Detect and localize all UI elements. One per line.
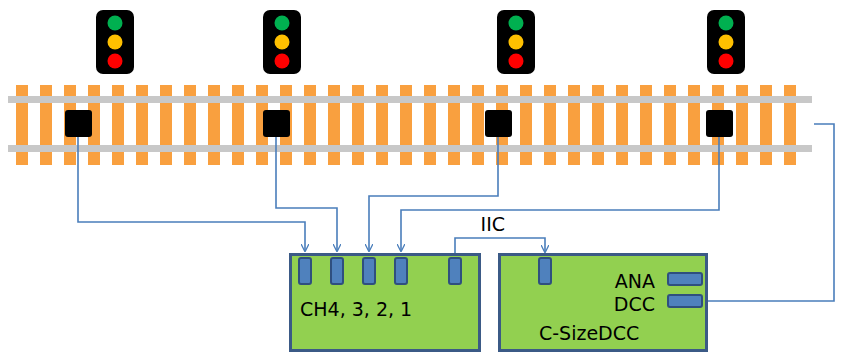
track-sensor (263, 110, 290, 137)
dcc-wire (702, 124, 834, 301)
sleeper (136, 85, 148, 165)
sensor-wire (276, 137, 337, 251)
track-sensor (706, 110, 733, 137)
sleeper (304, 85, 316, 165)
sleeper (640, 85, 652, 165)
rail (8, 96, 812, 103)
sleeper (280, 85, 292, 165)
signal-light (707, 10, 745, 74)
sleeper (88, 85, 100, 165)
sleeper (400, 85, 412, 165)
sleeper (688, 85, 700, 165)
sleeper (784, 85, 796, 165)
sleeper (256, 85, 268, 165)
dcc-board: ANADCC C-SizeDCC (498, 253, 708, 352)
sleeper (16, 85, 28, 165)
sensor-wire (78, 137, 305, 251)
sleeper (544, 85, 556, 165)
sleeper (448, 85, 460, 165)
sleeper (664, 85, 676, 165)
sleeper (64, 85, 76, 165)
sleeper (232, 85, 244, 165)
signal-light (263, 10, 301, 74)
sleeper (208, 85, 220, 165)
sensors (65, 110, 733, 137)
sleeper (40, 85, 52, 165)
sleeper (376, 85, 388, 165)
sensor-wire (401, 137, 719, 251)
port-label: DCC (614, 293, 655, 315)
sleeper (112, 85, 124, 165)
sleeper (712, 85, 724, 165)
sleeper (592, 85, 604, 165)
signal-light (497, 10, 535, 74)
sleeper (760, 85, 772, 165)
signal-light (96, 10, 134, 74)
sleeper (520, 85, 532, 165)
port-label: ANA (615, 270, 655, 292)
sleepers (16, 85, 796, 165)
signals (96, 10, 745, 74)
sleeper (496, 85, 508, 165)
board-label: CH4, 3, 2, 1 (300, 298, 412, 320)
iic-wire (455, 238, 545, 253)
board-label: C-SizeDCC (539, 322, 639, 344)
sensor-board: CH4, 3, 2, 1 (289, 253, 481, 352)
sleeper (472, 85, 484, 165)
sleeper (184, 85, 196, 165)
bus-label: IIC (479, 213, 507, 235)
sleeper (736, 85, 748, 165)
sleeper (352, 85, 364, 165)
track-sensor (65, 110, 92, 137)
sleeper (424, 85, 436, 165)
rail (8, 145, 812, 152)
sleeper (160, 85, 172, 165)
track-sensor (485, 110, 512, 137)
sleeper (568, 85, 580, 165)
sleeper (328, 85, 340, 165)
sleeper (616, 85, 628, 165)
